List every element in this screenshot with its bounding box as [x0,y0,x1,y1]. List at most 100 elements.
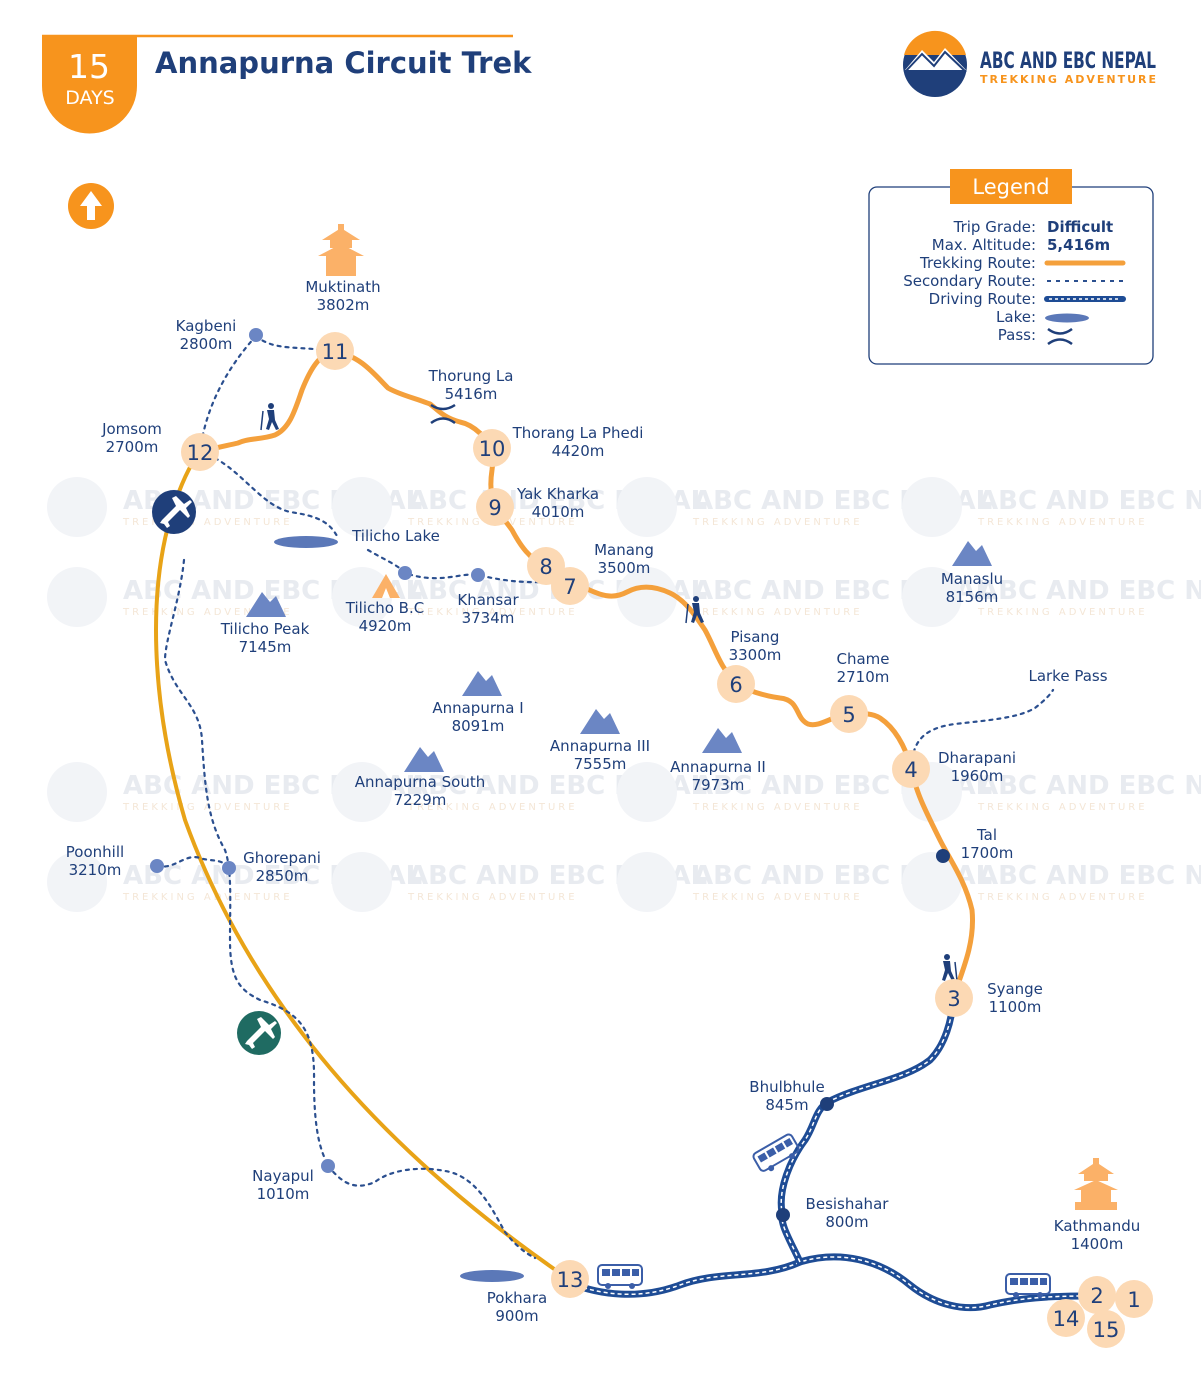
svg-text:Kathmandu: Kathmandu [1054,1217,1141,1235]
svg-text:Annapurna II: Annapurna II [670,758,766,776]
hiker-icon [685,596,704,624]
svg-text:12: 12 [187,441,214,465]
legend-lake-icon [1045,313,1089,323]
flight-icon [237,1011,281,1055]
svg-text:3500m: 3500m [598,559,651,577]
monastery-icon [318,224,364,276]
mountain-icon [580,709,620,734]
secondary-route-larke-pass [910,688,1055,762]
svg-text:TREKKING ADVENTURE: TREKKING ADVENTURE [977,892,1148,903]
svg-text:7229m: 7229m [394,791,447,809]
svg-text:Thorang La Phedi: Thorang La Phedi [512,424,644,442]
svg-text:1: 1 [1127,1288,1140,1312]
svg-text:TREKKING ADVENTURE: TREKKING ADVENTURE [407,607,578,618]
bus-icon [1005,1273,1051,1298]
svg-text:3300m: 3300m [729,646,782,664]
svg-text:TREKKING ADVENTURE: TREKKING ADVENTURE [407,802,578,813]
legend-max-altitude-value: 5,416m [1047,236,1110,254]
stop-5: 5 [830,695,868,733]
days-label: DAYS [65,87,115,109]
legend-pass-label: Pass: [998,326,1036,344]
north-arrow-icon [68,183,114,229]
svg-text:14: 14 [1053,1307,1080,1331]
svg-text:Annapurna I: Annapurna I [432,699,523,717]
legend-secondary-route-label: Secondary Route: [903,272,1036,290]
svg-text:3802m: 3802m [317,296,370,314]
svg-text:1960m: 1960m [951,767,1004,785]
svg-text:Manaslu: Manaslu [941,570,1003,588]
svg-text:Bhulbhule: Bhulbhule [749,1078,824,1096]
svg-text:TREKKING ADVENTURE: TREKKING ADVENTURE [122,892,293,903]
mountain-icon [246,592,286,617]
secondary-route-poonhill-trail [163,558,330,1167]
waypoint-dot-bhulbhule [820,1097,834,1111]
svg-text:TREKKING ADVENTURE: TREKKING ADVENTURE [692,517,863,528]
stops: 1 2 3 4 5 6 7 8 9 10 11 12 13 14 15 [181,332,1153,1348]
flight-icon [152,490,196,534]
svg-text:Tilicho B.C: Tilicho B.C [345,599,424,617]
legend-trip-grade-value: Difficult [1047,218,1113,236]
days-badge [42,36,137,134]
svg-text:1400m: 1400m [1071,1235,1124,1253]
svg-text:3734m: 3734m [462,609,515,627]
svg-text:Manang: Manang [594,541,654,559]
secondary-route-jomsom-tilicho [213,456,340,540]
legend-driving-route-label: Driving Route: [929,290,1036,308]
place-label-larke-pass: Larke Pass [1028,667,1107,685]
svg-text:800m: 800m [825,1213,868,1231]
hiker-icon [260,403,279,431]
svg-text:Ghorepani: Ghorepani [243,849,321,867]
mountain-icon [404,747,444,772]
waypoint-dot-poonhill [150,859,164,873]
svg-text:Tilicho Lake: Tilicho Lake [351,527,440,545]
page-title: Annapurna Circuit Trek [155,46,532,80]
waypoint-dot-tilicho-bc [398,566,412,580]
hiker-icon [942,954,958,982]
logo-tagline: TREKKING ADVENTURE [980,73,1156,86]
logo-name: ABC AND EBC NEPAL [980,49,1156,74]
svg-text:2700m: 2700m [106,438,159,456]
stop-6: 6 [717,665,755,703]
waypoint-dot-besishahar [776,1208,790,1222]
svg-text:Annapurna III: Annapurna III [550,737,650,755]
svg-text:2850m: 2850m [256,867,309,885]
waypoint-dot-nayapul [321,1159,335,1173]
stop-3: 3 [935,979,973,1017]
svg-text:2710m: 2710m [837,668,890,686]
svg-text:Besishahar: Besishahar [806,1195,890,1213]
lake-icon [460,1270,524,1282]
svg-text:4920m: 4920m [359,617,412,635]
svg-text:Tilicho Peak: Tilicho Peak [220,620,310,638]
svg-text:Jomsom: Jomsom [101,420,162,438]
svg-text:7145m: 7145m [239,638,292,656]
bus-icon [597,1264,643,1289]
svg-text:Dharapani: Dharapani [938,749,1016,767]
svg-text:7: 7 [563,575,576,599]
waypoints [150,328,485,1173]
stop-4: 4 [892,750,930,788]
mountains [246,541,992,772]
svg-text:TREKKING ADVENTURE: TREKKING ADVENTURE [407,892,578,903]
svg-text:8156m: 8156m [946,588,999,606]
svg-text:Syange: Syange [987,980,1043,998]
place-label-tilicho-lake: Tilicho Lake [351,527,440,545]
legend-title-tab [950,169,1072,204]
bus-icon [752,1133,800,1172]
days-number: 15 [68,47,110,86]
header: 15 DAYS Annapurna Circuit Trek [42,34,532,134]
